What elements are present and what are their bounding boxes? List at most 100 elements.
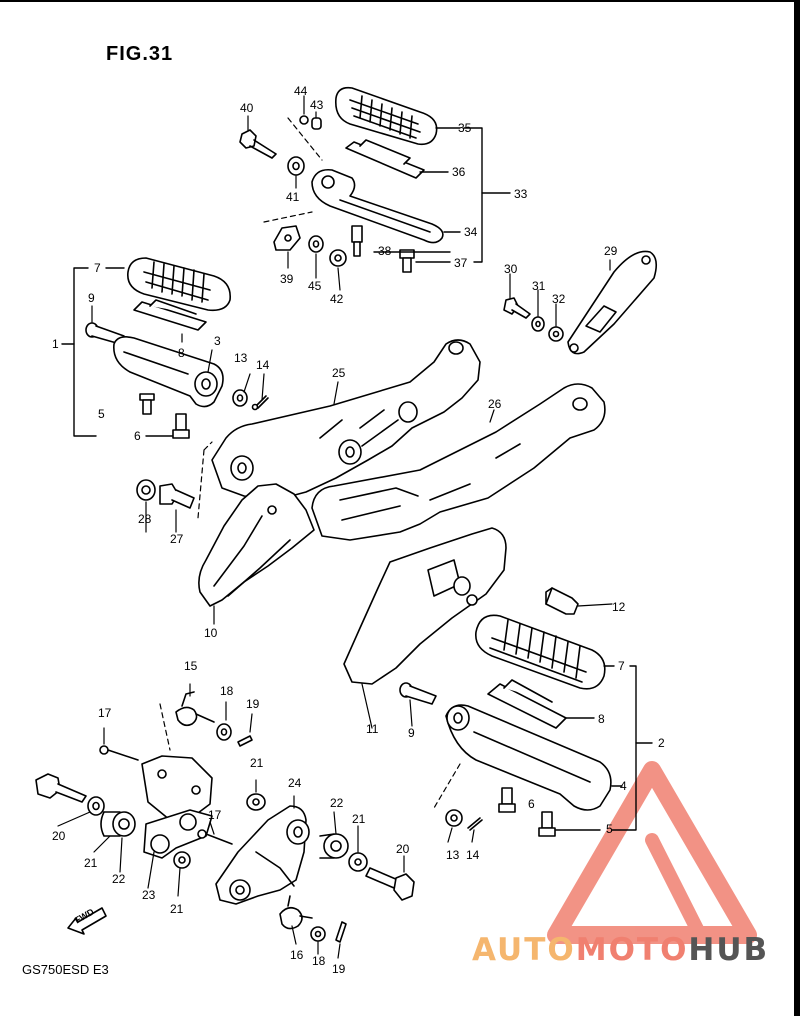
bolt-20-right [365, 867, 415, 901]
callout-19: 19 [332, 962, 346, 976]
callout-21: 21 [250, 756, 264, 770]
guide-lines-top [263, 117, 323, 223]
callout-44: 44 [294, 84, 308, 98]
pin-19 [237, 735, 253, 747]
spring-15 [175, 691, 215, 727]
parts-43-44 [299, 115, 322, 130]
callout-32: 32 [552, 292, 566, 306]
callout-13: 13 [234, 351, 248, 365]
dashed-line-right [433, 763, 461, 809]
callout-34: 34 [464, 225, 478, 239]
callout-7: 7 [94, 261, 101, 275]
washers-31-32 [531, 316, 564, 342]
footrest-plate-8 [133, 299, 207, 331]
washer-41 [287, 156, 305, 176]
bolt-6-left [172, 413, 190, 439]
callout-45: 45 [308, 279, 322, 293]
footrest-3 [113, 336, 224, 408]
callout-23: 23 [142, 888, 156, 902]
callout-18: 18 [312, 954, 326, 968]
lever-24 [215, 805, 310, 905]
group-bracket-33 [373, 127, 511, 263]
washer-21 [87, 796, 105, 816]
fwd-arrow [67, 907, 107, 935]
callout-21: 21 [84, 856, 98, 870]
footrest-bracket-10 [198, 483, 315, 607]
callout-5: 5 [606, 822, 613, 836]
bushing-22-right [319, 833, 349, 859]
rear-footrest-bracket-34 [311, 168, 444, 244]
washer-21-right [348, 852, 368, 872]
bolt-40 [239, 129, 277, 159]
leader-lines-bottom [57, 95, 613, 959]
dashed-line-27 [197, 441, 213, 519]
watermark-automotohub: AUTOMOTOHUB [472, 932, 769, 968]
callout-14: 14 [466, 848, 480, 862]
callout-27: 27 [170, 532, 184, 546]
washer-13-right [445, 809, 463, 827]
callout-25: 25 [332, 366, 346, 380]
bolt-6-right [498, 787, 516, 813]
washer-18-lower [310, 926, 326, 942]
callout-20: 20 [52, 829, 66, 843]
frame-right-border [794, 0, 800, 1016]
callout-12: 12 [612, 600, 626, 614]
footrest-4 [445, 704, 612, 811]
callout-8: 8 [598, 712, 605, 726]
bolt-5-left [139, 393, 155, 415]
heel-guard-29 [567, 250, 658, 355]
callout-2: 2 [658, 736, 665, 750]
bolt-37 [399, 249, 415, 273]
callout-36: 36 [452, 165, 466, 179]
spring-16 [279, 895, 313, 930]
washer-13 [232, 389, 248, 407]
callout-24: 24 [288, 776, 302, 790]
callout-43: 43 [310, 98, 324, 112]
callout-13: 13 [446, 848, 460, 862]
callout-17: 17 [208, 808, 222, 822]
bolt-5-right [538, 811, 556, 837]
callout-21: 21 [352, 812, 366, 826]
callout-7: 7 [618, 659, 625, 673]
link-plate-upper [141, 755, 213, 821]
callout-10: 10 [204, 626, 218, 640]
model-code: GS750ESD E3 [22, 962, 109, 977]
watermark-part-moto: MOTO [575, 932, 689, 968]
callout-11: 11 [366, 722, 379, 736]
washer-18 [216, 723, 232, 741]
footrest-plate-36 [345, 139, 425, 179]
dashed-line-15 [159, 703, 171, 751]
callout-41: 41 [286, 190, 300, 204]
footrest-rubber-7-right [475, 614, 606, 690]
bolt-20 [35, 773, 87, 803]
callout-3: 3 [214, 334, 221, 348]
cotter-pin-14-right [467, 817, 483, 831]
bolt-12 [545, 587, 579, 615]
bolt-27 [159, 483, 195, 509]
bolt-30 [503, 297, 531, 319]
lever-23 [143, 809, 213, 859]
bolt-38 [351, 225, 363, 257]
callout-40: 40 [240, 101, 254, 115]
callout-9: 9 [88, 291, 95, 305]
cap-28 [136, 479, 156, 501]
bolt-17-lower [197, 829, 233, 845]
callout-5: 5 [98, 407, 105, 421]
callout-8: 8 [178, 346, 185, 360]
callout-26: 26 [488, 397, 502, 411]
callout-19: 19 [246, 697, 260, 711]
callout-35: 35 [458, 121, 472, 135]
washer-21-mid [173, 851, 191, 869]
watermark-triangle [547, 761, 757, 944]
callout-38: 38 [378, 244, 392, 258]
rear-footrest-rubber-35 [334, 86, 438, 146]
footrest-bracket-11 [343, 527, 507, 685]
callout-6: 6 [528, 797, 535, 811]
footrest-bracket-25 [211, 339, 481, 501]
callout-28: 28 [138, 512, 152, 526]
washer-21-top [246, 793, 266, 811]
callout-22: 22 [112, 872, 126, 886]
group-bracket-2 [555, 665, 653, 831]
